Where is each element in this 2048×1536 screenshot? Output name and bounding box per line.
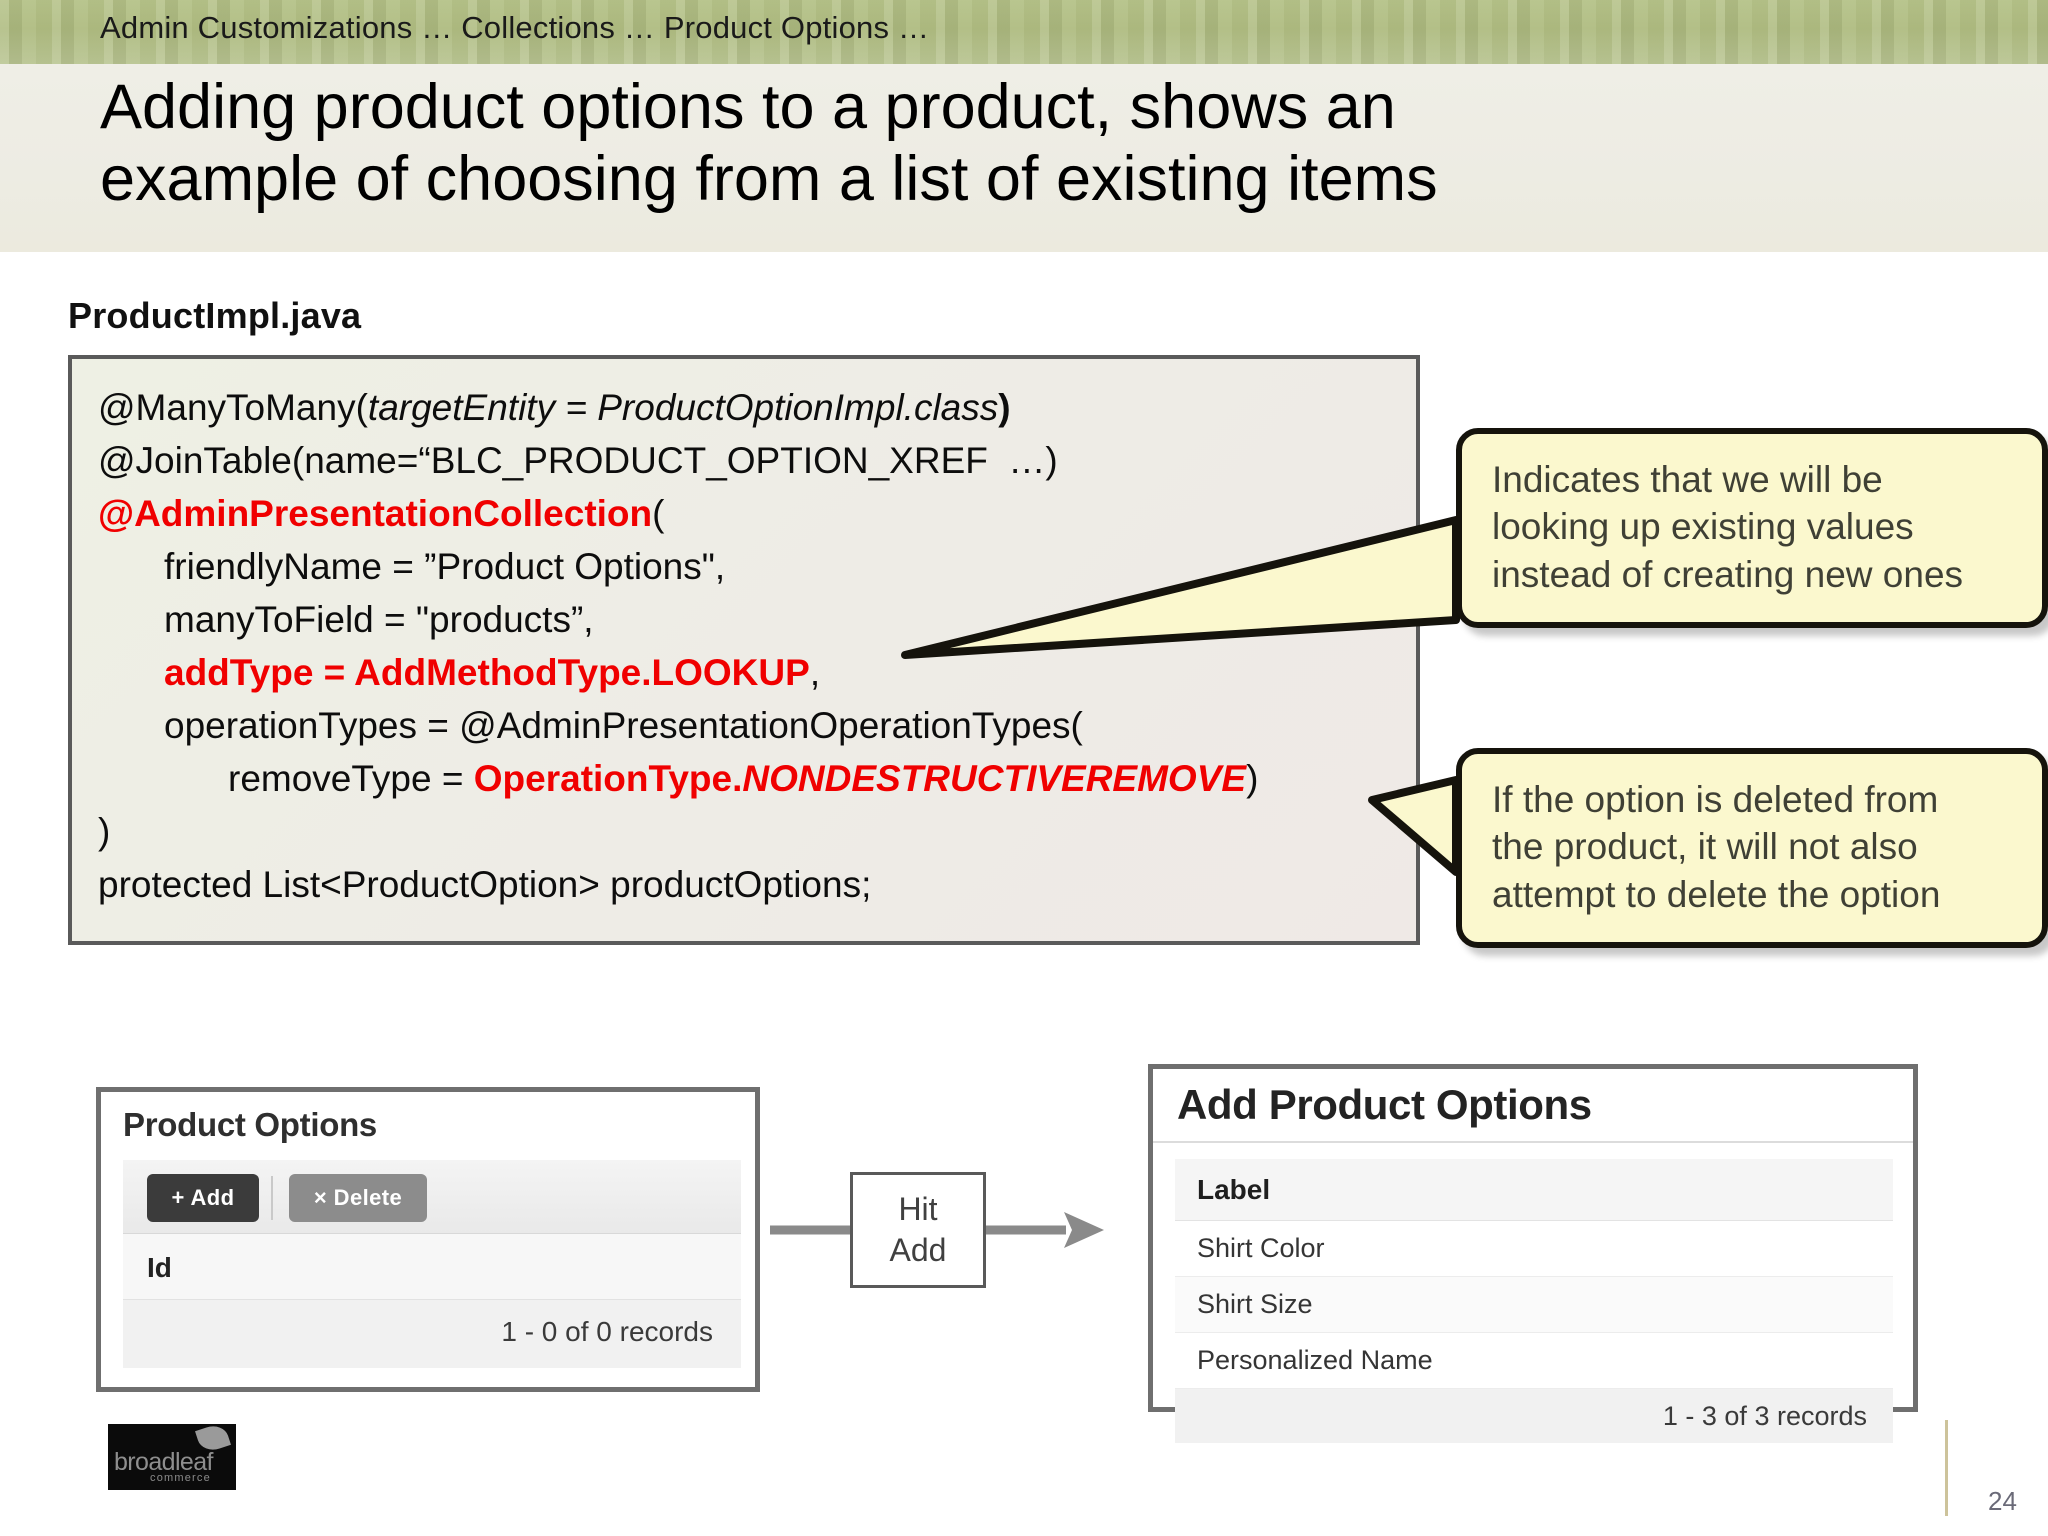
record-count: 1 - 0 of 0 records bbox=[501, 1316, 713, 1347]
title-band: Adding product options to a product, sho… bbox=[0, 64, 2048, 252]
breadcrumb-banner: Admin Customizations … Collections … Pro… bbox=[0, 0, 2048, 64]
product-options-toolbar: + Add × Delete bbox=[123, 1160, 741, 1234]
token-removetype-class: OperationType. bbox=[473, 758, 743, 799]
callout-lookup-text: Indicates that we will be looking up exi… bbox=[1492, 459, 1964, 595]
hit-label: Hit bbox=[898, 1191, 938, 1227]
logo-wordmark: broadleaf bbox=[114, 1448, 213, 1476]
product-options-title: Product Options bbox=[123, 1106, 377, 1143]
add-product-options-title: Add Product Options bbox=[1177, 1081, 1592, 1128]
code-line-close-paren: ) bbox=[98, 813, 110, 850]
table-row[interactable]: Shirt Size bbox=[1175, 1277, 1893, 1333]
page-number: 24 bbox=[1988, 1486, 2017, 1516]
footer-divider bbox=[1945, 1420, 1948, 1516]
token-manytomany-annotation: @ManyToMany( bbox=[98, 387, 368, 428]
java-file-caption: ProductImpl.java bbox=[68, 295, 362, 336]
title-divider bbox=[1153, 1141, 1913, 1143]
product-options-panel: Product Options + Add × Delete Id 1 - 0 … bbox=[96, 1087, 760, 1392]
code-line-friendlyname: friendlyName = ”Product Options", bbox=[164, 548, 725, 585]
token-close-paren: ) bbox=[98, 811, 111, 852]
code-line-collection: @AdminPresentationCollection( bbox=[98, 495, 664, 532]
code-panel: @ManyToMany(targetEntity = ProductOption… bbox=[68, 355, 1420, 945]
add-product-options-table: Label Shirt Color Shirt Size Personalize… bbox=[1175, 1159, 1893, 1443]
token-collection-annotation: @AdminPresentationCollection bbox=[98, 493, 653, 534]
logo-subtitle: commerce bbox=[150, 1472, 211, 1484]
token-manytomany-arg: targetEntity = ProductOptionImpl.class bbox=[367, 387, 999, 428]
code-line-field-declaration: protected List<ProductOption> productOpt… bbox=[98, 866, 871, 903]
code-line-removetype: removeType = OperationType.NONDESTRUCTIV… bbox=[228, 760, 1258, 797]
product-options-table-header: Id bbox=[123, 1234, 741, 1300]
token-friendlyname: friendlyName = ”Product Options", bbox=[164, 546, 726, 587]
token-removetype-value: NONDESTRUCTIVEREMOVE bbox=[742, 758, 1247, 799]
token-optypes: operationTypes = @AdminPresentationOpera… bbox=[164, 705, 1083, 746]
token-addtype-comma: , bbox=[809, 652, 821, 693]
table-row[interactable]: Personalized Name bbox=[1175, 1333, 1893, 1389]
callout-remove-text: If the option is deleted from the produc… bbox=[1492, 779, 1941, 915]
page-title: Adding product options to a product, sho… bbox=[100, 72, 1438, 214]
token-addtype-highlight: addType = AddMethodType.LOOKUP bbox=[164, 652, 810, 693]
delete-button[interactable]: × Delete bbox=[289, 1174, 427, 1222]
product-options-table-footer: 1 - 0 of 0 records bbox=[123, 1300, 741, 1368]
token-removetype-label: removeType = bbox=[228, 758, 474, 799]
callout-remove: If the option is deleted from the produc… bbox=[1456, 748, 2048, 949]
token-removetype-close: ) bbox=[1246, 758, 1259, 799]
token-manytofield: manyToField = "products”, bbox=[164, 599, 594, 640]
code-line-manytomany: @ManyToMany(targetEntity = ProductOption… bbox=[98, 389, 1011, 426]
table-row[interactable]: Shirt Color bbox=[1175, 1221, 1893, 1277]
code-line-operationtypes: operationTypes = @AdminPresentationOpera… bbox=[164, 707, 1083, 744]
breadcrumb: Admin Customizations … Collections … Pro… bbox=[100, 10, 930, 45]
column-header-id: Id bbox=[147, 1252, 172, 1283]
column-header-label: Label bbox=[1175, 1159, 1893, 1221]
record-count: 1 - 3 of 3 records bbox=[1175, 1389, 1893, 1443]
toolbar-divider bbox=[271, 1176, 273, 1220]
add-label: Add bbox=[889, 1232, 947, 1268]
token-manytomany-close: ) bbox=[998, 387, 1011, 428]
callout-lookup: Indicates that we will be looking up exi… bbox=[1456, 428, 2048, 629]
token-field-declaration: protected List<ProductOption> productOpt… bbox=[98, 864, 872, 905]
token-collection-open: ( bbox=[652, 493, 665, 534]
token-jointable: @JoinTable(name=“BLC_PRODUCT_OPTION_XREF… bbox=[98, 440, 1058, 481]
broadleaf-logo: broadleaf commerce bbox=[108, 1424, 236, 1490]
add-button[interactable]: + Add bbox=[147, 1174, 259, 1222]
flow-arrow bbox=[770, 1212, 1104, 1248]
hit-add-box: Hit Add bbox=[850, 1172, 986, 1288]
flow-group: Hit Add bbox=[770, 1160, 1110, 1310]
code-line-addtype: addType = AddMethodType.LOOKUP, bbox=[164, 654, 820, 691]
code-line-jointable: @JoinTable(name=“BLC_PRODUCT_OPTION_XREF… bbox=[98, 442, 1058, 479]
code-line-manytofield: manyToField = "products”, bbox=[164, 601, 594, 638]
add-product-options-panel: Add Product Options Label Shirt Color Sh… bbox=[1148, 1064, 1918, 1443]
